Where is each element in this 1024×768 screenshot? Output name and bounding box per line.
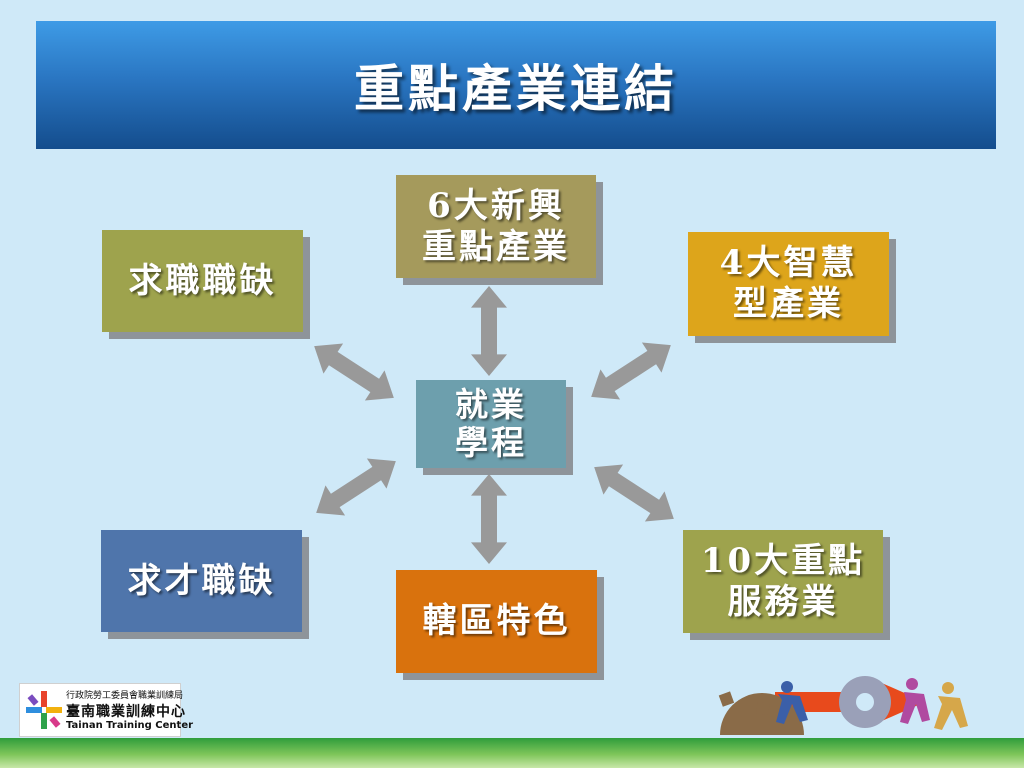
node-bottom: 轄區特色 <box>396 570 597 673</box>
agency-logo: 行政院勞工委員會職業訓練局 臺南職業訓練中心 Tainan Training C… <box>19 683 193 737</box>
node-top-left-line1: 求職職缺 <box>128 260 277 301</box>
logo-agency-name: 行政院勞工委員會職業訓練局 <box>66 691 184 701</box>
teamwork-gears-illustration <box>718 676 968 735</box>
arrow-upper-right <box>581 330 681 412</box>
logo-center-name: 臺南職業訓練中心 <box>66 704 186 720</box>
node-top-left: 求職職缺 <box>102 230 303 332</box>
arrow-upper-left <box>304 331 404 413</box>
node-top: 6大新興 重點產業 <box>396 175 596 278</box>
node-bottom-right-line2: 服務業 <box>727 581 839 622</box>
arrow-up <box>471 286 507 376</box>
pusher-figure-icon-2 <box>900 678 930 724</box>
arrow-down <box>471 474 507 564</box>
logo-english-name: Tainan Training Center <box>66 720 194 731</box>
node-center: 就業 學程 <box>416 380 566 468</box>
node-center-line2: 學程 <box>455 423 527 462</box>
node-top-line2: 重點產業 <box>422 226 570 267</box>
arrow-lower-left <box>306 446 406 528</box>
node-top-line1: 6大新興 <box>427 185 565 226</box>
node-bottom-line1: 轄區特色 <box>422 601 571 642</box>
node-bottom-right-line1: 10大重點 <box>700 540 866 581</box>
pusher-figure-icon-3 <box>934 682 968 730</box>
node-top-right: 4大智慧 型產業 <box>688 232 889 336</box>
node-bottom-left-line1: 求才職缺 <box>127 560 276 601</box>
slide-title: 重點產業連結 <box>354 59 678 118</box>
node-top-right-line2: 型產業 <box>733 284 844 324</box>
footer-grass-strip <box>0 738 1024 768</box>
training-center-logo-icon <box>26 691 62 729</box>
pusher-figure-icon <box>776 681 808 724</box>
node-top-right-line1: 4大智慧 <box>719 243 858 284</box>
node-center-line1: 就業 <box>455 385 527 425</box>
node-bottom-right: 10大重點 服務業 <box>683 530 883 633</box>
node-bottom-left: 求才職缺 <box>101 530 302 632</box>
title-banner: 重點產業連結 <box>36 21 996 149</box>
arrow-lower-right <box>584 452 684 534</box>
